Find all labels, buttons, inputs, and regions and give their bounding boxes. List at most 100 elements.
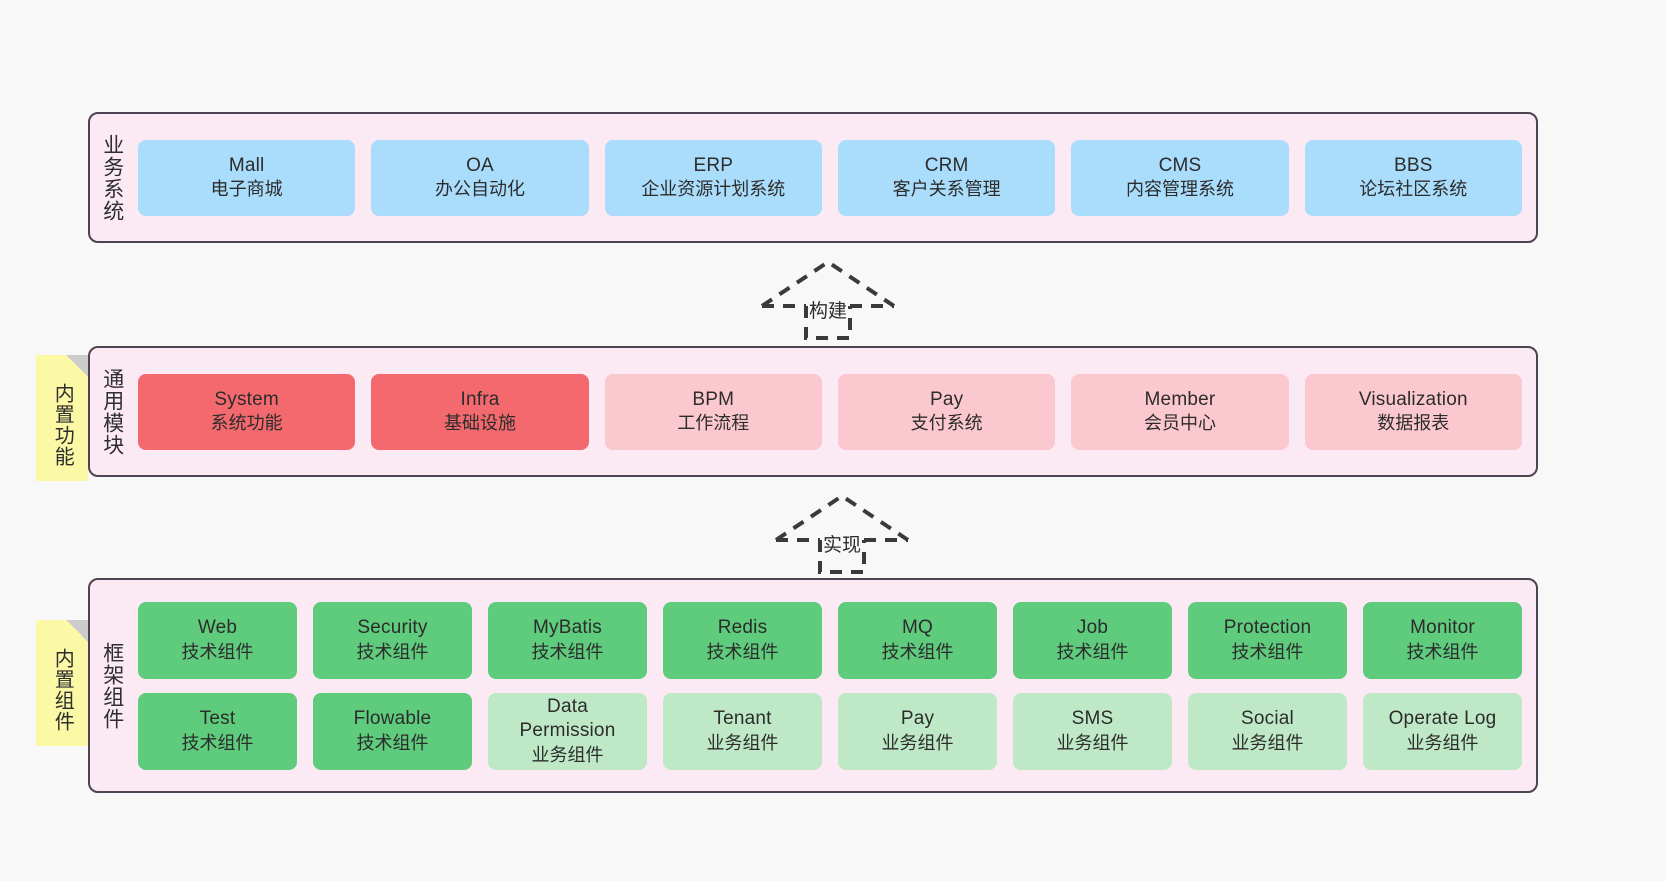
node-title: BPM (692, 388, 735, 410)
node-title: Visualization (1358, 388, 1468, 410)
node-row: System 系统功能 Infra 基础设施 BPM 工作流程 Pay 支付系统… (138, 373, 1536, 450)
arrow-shaft-shape (818, 540, 866, 574)
node-mq[interactable]: MQ 技术组件 (838, 601, 997, 679)
layer-framework-component: 框架组件 Web 技术组件 Security 技术组件 MyBatis 技术组件… (88, 578, 1538, 793)
node-title: Member (1144, 388, 1216, 410)
node-mybatis[interactable]: MyBatis 技术组件 (488, 601, 647, 679)
node-title: Data Permission (519, 696, 616, 742)
node-visualization[interactable]: Visualization 数据报表 (1304, 373, 1522, 450)
node-protection[interactable]: Protection 技术组件 (1188, 601, 1347, 679)
note-builtin-component: 内置组件 (36, 620, 88, 746)
node-title: Mall (228, 154, 265, 176)
node-infra[interactable]: Infra 基础设施 (371, 373, 589, 450)
node-operate-log[interactable]: Operate Log 业务组件 (1363, 692, 1522, 770)
node-title: Operate Log (1388, 708, 1497, 730)
connector-build: 构建 (758, 258, 898, 340)
node-title: CRM (924, 154, 969, 176)
node-data-permission[interactable]: Data Permission 业务组件 (488, 692, 647, 770)
layer-body-business-system: Mall 电子商城 OA 办公自动化 ERP 企业资源计划系统 CRM 客户关系… (134, 114, 1536, 241)
node-title: Protection (1223, 617, 1312, 639)
node-subtitle: 工作流程 (677, 413, 750, 434)
node-title: SMS (1071, 708, 1114, 730)
node-monitor[interactable]: Monitor 技术组件 (1363, 601, 1522, 679)
node-test[interactable]: Test 技术组件 (138, 692, 297, 770)
node-subtitle: 技术组件 (1056, 641, 1129, 662)
node-subtitle: 办公自动化 (434, 179, 525, 200)
node-subtitle: 内容管理系统 (1125, 179, 1234, 200)
node-pay[interactable]: Pay 支付系统 (837, 373, 1056, 450)
node-sms[interactable]: SMS 业务组件 (1013, 692, 1172, 770)
node-subtitle: 业务组件 (1406, 732, 1479, 753)
node-title: MyBatis (533, 617, 602, 639)
node-title: Security (357, 617, 428, 639)
connector-implement: 实现 (772, 492, 912, 574)
node-tenant[interactable]: Tenant 业务组件 (663, 692, 822, 770)
node-title: MQ (901, 617, 933, 639)
note-label: 内置功能 (51, 383, 74, 467)
node-mall[interactable]: Mall 电子商城 (138, 139, 356, 216)
note-builtin-function: 内置功能 (36, 355, 88, 481)
node-social[interactable]: Social 业务组件 (1188, 692, 1347, 770)
node-subtitle: 企业资源计划系统 (641, 179, 786, 200)
arrow-shaft-shape (804, 306, 852, 340)
node-title: Monitor (1410, 617, 1475, 639)
node-oa[interactable]: OA 办公自动化 (371, 139, 589, 216)
node-title: Pay (900, 708, 935, 730)
node-title: CMS (1158, 154, 1202, 176)
arrow-head-shape (760, 259, 896, 308)
node-pay-business[interactable]: Pay 业务组件 (838, 692, 997, 770)
node-title: Web (197, 617, 238, 639)
node-member[interactable]: Member 会员中心 (1071, 373, 1289, 450)
note-label: 内置组件 (51, 648, 74, 732)
node-title: Pay (929, 388, 964, 410)
node-subtitle: 业务组件 (1231, 732, 1304, 753)
node-flowable[interactable]: Flowable 技术组件 (313, 692, 472, 770)
node-job[interactable]: Job 技术组件 (1013, 601, 1172, 679)
node-title: Infra (460, 388, 500, 410)
node-subtitle: 基础设施 (443, 413, 516, 434)
node-title: Job (1076, 617, 1109, 639)
node-subtitle: 技术组件 (1231, 641, 1304, 662)
layer-body-framework-component: Web 技术组件 Security 技术组件 MyBatis 技术组件 Redi… (134, 580, 1536, 791)
node-security[interactable]: Security 技术组件 (313, 601, 472, 679)
node-row: Web 技术组件 Security 技术组件 MyBatis 技术组件 Redi… (138, 601, 1536, 679)
node-subtitle: 技术组件 (706, 641, 779, 662)
layer-body-common-module: System 系统功能 Infra 基础设施 BPM 工作流程 Pay 支付系统… (134, 348, 1536, 475)
layer-business-system: 业务系统 Mall 电子商城 OA 办公自动化 ERP 企业资源计划系统 CRM… (88, 112, 1538, 243)
node-subtitle: 客户关系管理 (892, 179, 1001, 200)
node-title: Redis (717, 617, 768, 639)
node-cms[interactable]: CMS 内容管理系统 (1071, 139, 1289, 216)
node-subtitle: 业务组件 (1056, 732, 1129, 753)
node-subtitle: 系统功能 (210, 413, 283, 434)
node-erp[interactable]: ERP 企业资源计划系统 (604, 139, 822, 216)
node-subtitle: 数据报表 (1377, 413, 1450, 434)
node-bbs[interactable]: BBS 论坛社区系统 (1304, 139, 1522, 216)
layer-caption-common-module: 通用模块 (100, 367, 124, 456)
node-subtitle: 技术组件 (881, 641, 954, 662)
layer-caption-framework-component: 框架组件 (100, 641, 124, 730)
node-subtitle: 业务组件 (531, 744, 604, 765)
node-subtitle: 业务组件 (881, 732, 954, 753)
node-crm[interactable]: CRM 客户关系管理 (837, 139, 1056, 216)
node-bpm[interactable]: BPM 工作流程 (604, 373, 822, 450)
node-subtitle: 技术组件 (181, 732, 254, 753)
node-title: Social (1241, 708, 1294, 730)
node-subtitle: 论坛社区系统 (1359, 179, 1468, 200)
node-title: OA (466, 154, 494, 176)
node-subtitle: 电子商城 (210, 179, 283, 200)
node-title: ERP (693, 154, 734, 176)
node-subtitle: 业务组件 (706, 732, 779, 753)
node-system[interactable]: System 系统功能 (138, 373, 356, 450)
node-subtitle: 技术组件 (356, 641, 429, 662)
node-row: Mall 电子商城 OA 办公自动化 ERP 企业资源计划系统 CRM 客户关系… (138, 139, 1536, 216)
node-subtitle: 技术组件 (1406, 641, 1479, 662)
node-title: Flowable (353, 708, 432, 730)
node-title: Tenant (713, 708, 772, 730)
node-web[interactable]: Web 技术组件 (138, 601, 297, 679)
node-subtitle: 技术组件 (531, 641, 604, 662)
node-title: System (214, 388, 279, 410)
node-redis[interactable]: Redis 技术组件 (663, 601, 822, 679)
arrow-head-shape (774, 493, 910, 542)
node-subtitle: 会员中心 (1143, 413, 1216, 434)
node-title: Test (199, 708, 236, 730)
